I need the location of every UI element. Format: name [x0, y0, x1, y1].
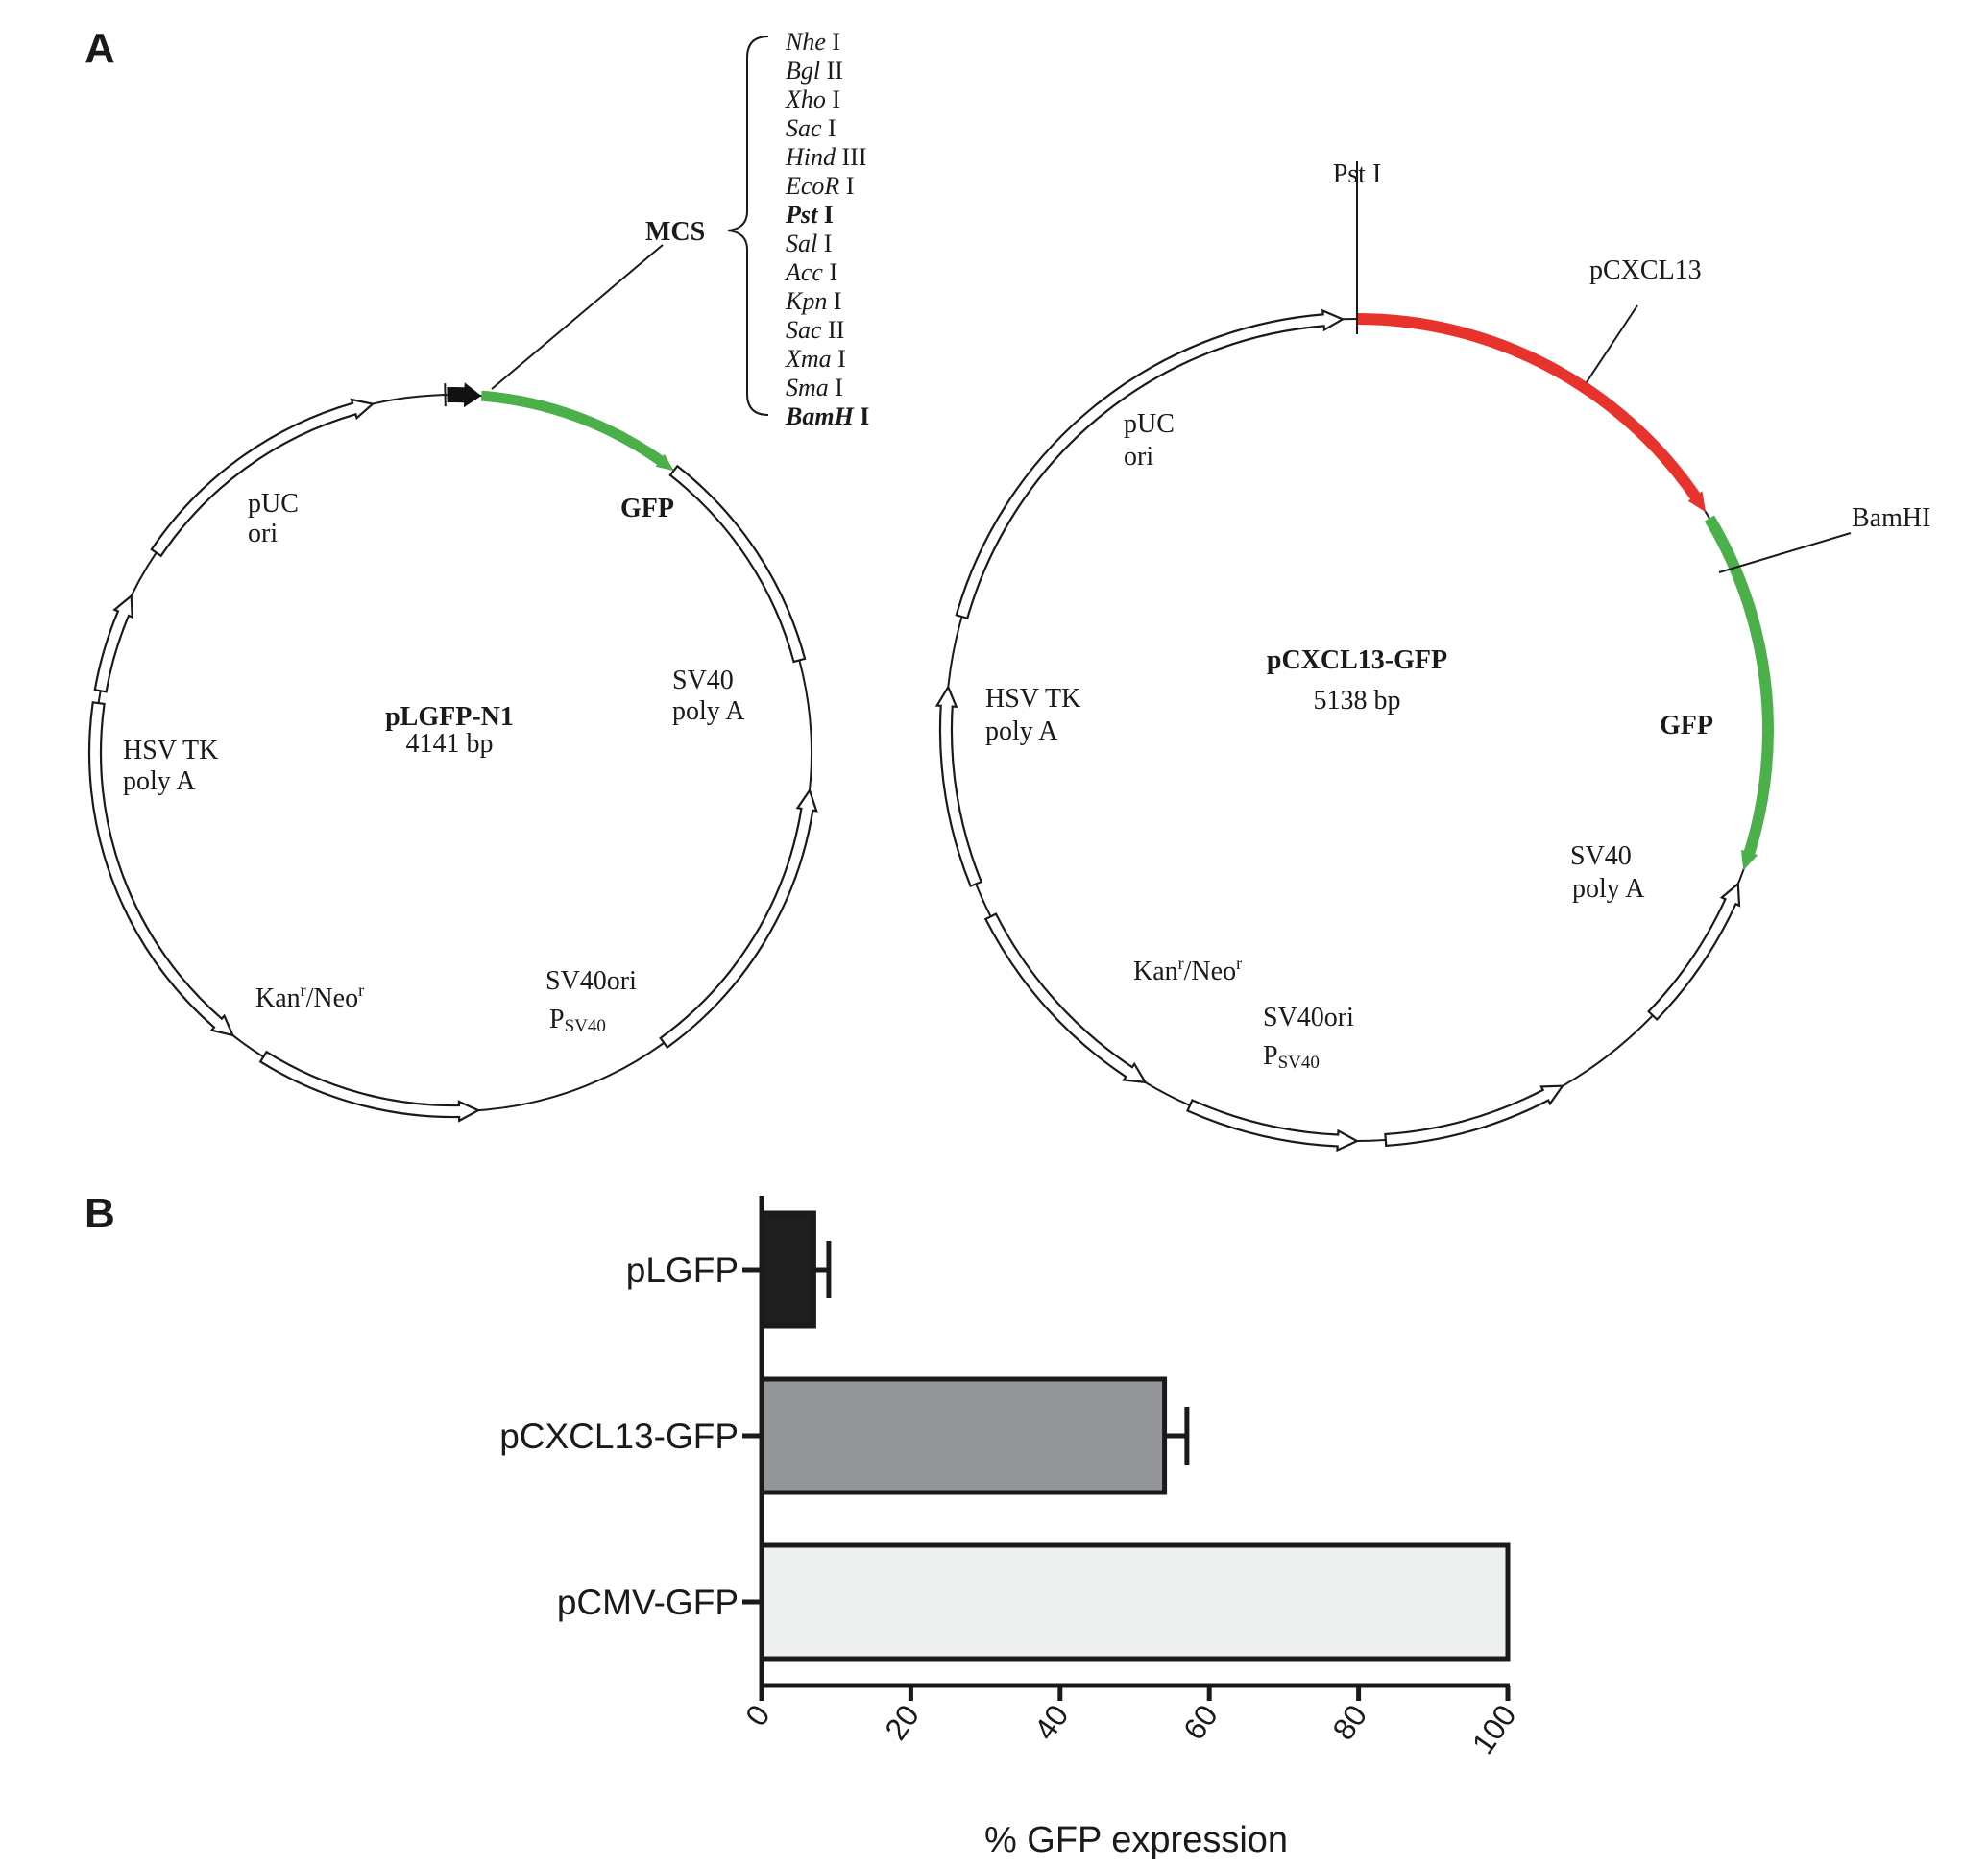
- category-label: pCXCL13-GFP: [499, 1417, 739, 1456]
- mcs-site: Kpn I: [785, 287, 842, 315]
- pcxcl13-label: pCXCL13: [1589, 255, 1702, 285]
- x-tick-label: 100: [1466, 1698, 1523, 1759]
- sv40ori-feature: [659, 788, 818, 1050]
- category-label: pLGFP: [626, 1250, 739, 1290]
- mcs-site: Bgl II: [786, 57, 843, 85]
- mcs-site: Sal I: [786, 230, 832, 257]
- hsv-tk-label-line1: HSV TK: [985, 684, 1080, 714]
- hsv-tk-polya-feature: [93, 594, 133, 693]
- mcs-site: Nhe I: [785, 28, 840, 56]
- gfp-arrow: [1704, 515, 1774, 871]
- bamhi-leader-line: [1718, 532, 1852, 573]
- promoter-leader-line: [1586, 304, 1638, 383]
- plasmid-name: pCXCL13-GFP: [1267, 645, 1447, 675]
- mcs-site: Pst I: [785, 201, 834, 229]
- mcs-site: BamH I: [785, 402, 869, 430]
- bar: [759, 1542, 1511, 1662]
- panel-b-label: B: [85, 1190, 115, 1237]
- gfp-label: GFP: [620, 494, 674, 523]
- kan-neo-label: Kanr/Neor: [1133, 954, 1242, 986]
- sv40ori-label: SV40ori: [545, 966, 637, 996]
- hsv-tk-polya-feature: [934, 684, 983, 888]
- puc-ori-label-line2: ori: [1124, 442, 1153, 472]
- sv40-polya-label-line1: SV40: [1570, 841, 1632, 871]
- mcs-site: Sac I: [786, 114, 836, 142]
- sv40-promoter-feature: [1186, 1099, 1360, 1152]
- feature-arrows: [934, 308, 1741, 1152]
- sv40-polya-label-line2: poly A: [1572, 874, 1645, 904]
- x-tick-label: 40: [1028, 1698, 1076, 1746]
- sv40ori-feature: [1384, 1084, 1565, 1148]
- x-tick-label: 80: [1325, 1698, 1373, 1746]
- x-axis-title: % GFP expression: [984, 1820, 1288, 1860]
- gfp-expression-bar-chart: pLGFP pCXCL13-GFP pCMV-GFP 0 20 40 60 80 100 % …: [499, 1196, 1523, 1860]
- sv40-polya-label-line2: poly A: [672, 696, 745, 726]
- puc-ori-label-line1: pUC: [1124, 409, 1175, 439]
- feature-arrows: [87, 398, 818, 1123]
- psv40-label: PSV40: [549, 1005, 606, 1036]
- mcs-site: EcoR I: [785, 172, 854, 200]
- gfp-label: GFP: [1660, 711, 1713, 740]
- sv40-polya-label-line1: SV40: [672, 666, 734, 695]
- hsv-tk-label-line2: poly A: [985, 716, 1058, 746]
- x-tick-label: 0: [739, 1698, 777, 1732]
- category-label: pCMV-GFP: [557, 1583, 739, 1622]
- mcs-leader-line: [491, 244, 664, 390]
- sv40-promoter-feature: [258, 1050, 481, 1123]
- panel-a-label: A: [85, 25, 115, 72]
- puc-ori-feature: [150, 398, 376, 558]
- mcs-site: Sma I: [786, 374, 843, 401]
- x-tick-label: 60: [1176, 1698, 1224, 1746]
- hsv-tk-label-line2: poly A: [123, 766, 196, 796]
- kan-neo-feature: [87, 701, 235, 1037]
- mcs-tick: [444, 383, 447, 407]
- bar: [759, 1210, 816, 1329]
- x-tick-label: 20: [878, 1698, 926, 1746]
- plasmid-map-pcxcl13-gfp: Pst I pCXCL13 BamHI GFP SV40 poly A SV40…: [934, 159, 1930, 1152]
- gfp-arrow: [480, 390, 674, 472]
- psv40-label: PSV40: [1263, 1041, 1320, 1073]
- bars: pLGFP pCXCL13-GFP pCMV-GFP: [499, 1210, 1511, 1662]
- puc-ori-label-line2: ori: [248, 519, 278, 548]
- pcxcl13-promoter-arrow: [1357, 313, 1706, 513]
- mcs-site: Xma I: [785, 345, 846, 373]
- puc-ori-label-line1: pUC: [248, 489, 299, 519]
- sv40-polya-feature: [668, 464, 807, 664]
- plasmid-size: 5138 bp: [1314, 686, 1401, 716]
- puc-ori-feature: [955, 308, 1346, 620]
- kan-neo-feature: [983, 912, 1148, 1084]
- mcs-site: Xho I: [785, 85, 840, 113]
- plasmid-name: pLGFP-N1: [385, 702, 514, 732]
- sv40ori-label: SV40ori: [1263, 1003, 1354, 1032]
- mcs-label: MCS: [645, 217, 705, 247]
- pst-site-label: Pst I: [1333, 159, 1382, 189]
- sv40-polya-feature: [1647, 882, 1741, 1022]
- mcs-brace: [727, 36, 769, 416]
- bamhi-label: BamHI: [1852, 503, 1930, 533]
- kan-neo-label: Kanr/Neor: [255, 981, 364, 1013]
- hsv-tk-label-line1: HSV TK: [123, 736, 218, 765]
- mcs-site: Sac II: [786, 316, 844, 344]
- mcs-site: Acc I: [784, 258, 837, 286]
- plasmid-size: 4141 bp: [406, 729, 494, 759]
- mcs-arrow: [447, 382, 482, 408]
- bar: [759, 1376, 1168, 1495]
- mcs-site: Hind III: [785, 143, 866, 171]
